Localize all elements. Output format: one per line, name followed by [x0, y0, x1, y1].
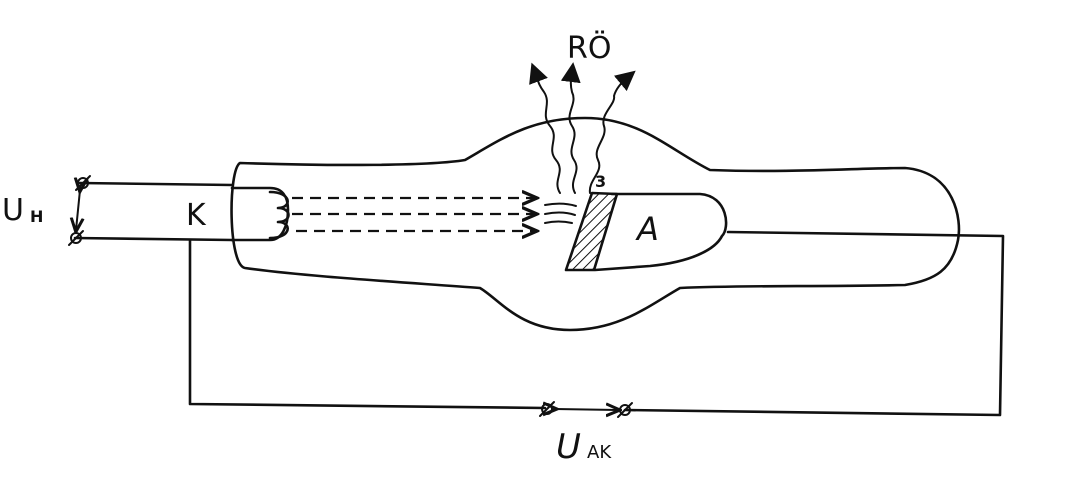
- filament-coil: [268, 190, 290, 240]
- xray-ray-left: [529, 62, 561, 194]
- anode-label: A: [635, 210, 659, 248]
- ak-voltage-label: U: [556, 427, 581, 467]
- target-label: 3: [595, 172, 606, 191]
- ak-terminal-right: [617, 402, 633, 418]
- ak-terminal-left: [539, 401, 555, 417]
- cathode-housing: [230, 186, 290, 242]
- heater-voltage-label: U: [2, 193, 24, 228]
- anode-body: [593, 192, 728, 272]
- anode-target: [564, 191, 619, 272]
- ak-voltage-arrow: [555, 409, 618, 410]
- tube-envelope: [230, 116, 961, 332]
- heater-wire-top: [78, 181, 234, 187]
- heater-voltage-subscript: H: [30, 207, 43, 226]
- heater-terminal-top: [75, 175, 91, 191]
- xray-ray-middle: [560, 62, 581, 194]
- xray-ray-right: [588, 70, 636, 194]
- cathode-label: K: [186, 198, 207, 233]
- anode-cathode-circuit: [188, 238, 547, 410]
- anode-circuit-return: [623, 230, 1005, 417]
- ak-voltage-subscript: AK: [587, 442, 612, 463]
- heater-terminal-bottom: [68, 230, 84, 246]
- heater-voltage-line: [76, 190, 80, 230]
- impact-marks: [544, 202, 577, 224]
- heater-wire-bottom: [73, 236, 234, 242]
- xray-label: RÖ: [567, 30, 611, 66]
